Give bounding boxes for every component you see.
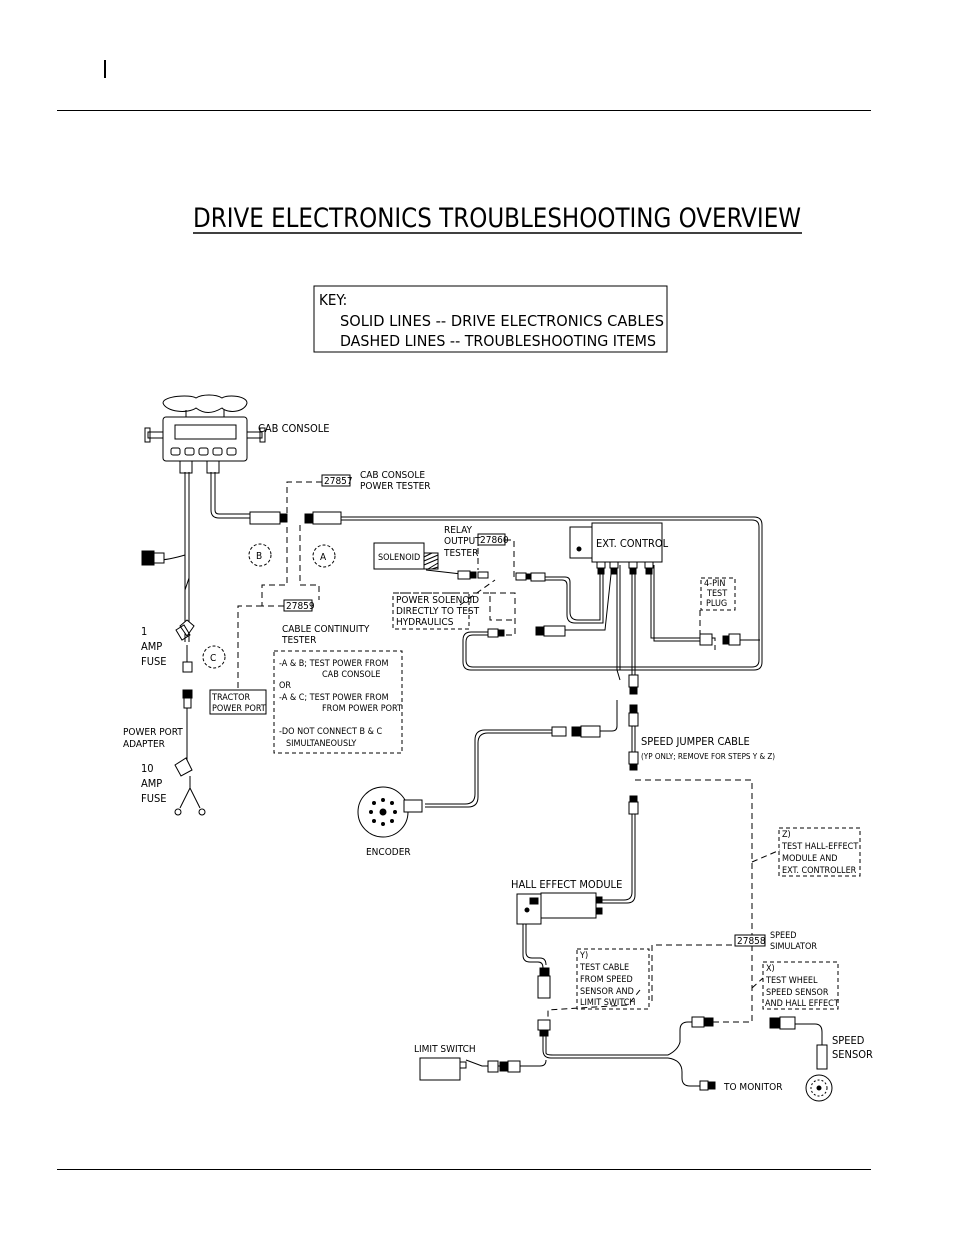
y-4: SENSOR AND — [580, 987, 634, 997]
speed-sensor-1: SPEED — [832, 1034, 865, 1047]
power-tester-label-1: CAB CONSOLE — [360, 470, 425, 481]
y-2: TEST CABLE — [579, 963, 629, 973]
encoder — [357, 786, 423, 838]
x-2: TEST WHEEL — [765, 976, 818, 986]
speed-sensor-2: SENSOR — [832, 1048, 873, 1061]
limit-switch — [419, 1019, 551, 1081]
to-monitor-label: TO MONITOR — [723, 1082, 782, 1093]
solenoid-label: SOLENOID — [378, 553, 420, 563]
circle-b-label: B — [256, 551, 262, 562]
continuity-1: CABLE CONTINUITY — [282, 624, 370, 635]
relay-label-1: RELAY — [444, 525, 473, 536]
test-plug-connectors — [699, 633, 741, 646]
speed-sim-1: SPEED — [770, 931, 797, 941]
tester-27857-connectors — [249, 511, 342, 525]
continuity-2: TESTER — [281, 635, 316, 646]
test-plug-3: PLUG — [706, 599, 727, 609]
limit-switch-label: LIMIT SWITCH — [414, 1044, 476, 1055]
diagram-labels: CAB CONSOLE CAB CONSOLE POWER TESTER 278… — [123, 422, 873, 1093]
power-solenoid-1: POWER SOLENOID — [396, 595, 479, 606]
cab-console-label: CAB CONSOLE — [258, 422, 330, 435]
tractor-port-1: TRACTOR — [211, 693, 251, 703]
speed-jumper-1: SPEED JUMPER CABLE — [641, 735, 750, 748]
solid-cables — [157, 472, 823, 1087]
adapter-1: POWER PORT — [123, 727, 183, 738]
ten-amp-1: 10 — [141, 762, 154, 775]
part-27858: 27858 — [737, 936, 766, 947]
circle-a-label: A — [320, 552, 327, 563]
y-5: LIMIT SWITCH — [580, 998, 635, 1008]
note-5: FROM POWER PORT — [322, 704, 402, 714]
x-4: AND HALL EFFECT — [765, 999, 839, 1009]
ext-control-label: EXT. CONTROL — [596, 537, 669, 550]
speed-sensor — [805, 1044, 833, 1102]
circled-letters — [202, 543, 336, 669]
speed-sim-2: SIMULATOR — [770, 942, 817, 952]
y-3: FROM SPEED — [580, 975, 633, 985]
cab-console — [144, 394, 266, 474]
hall-effect-module — [516, 892, 603, 999]
relay-label-2: OUTPUT — [444, 536, 481, 547]
note-6: -DO NOT CONNECT B & C — [279, 727, 382, 737]
x-1: X) — [766, 964, 775, 974]
note-1: -A & B; TEST POWER FROM — [279, 659, 389, 669]
adapter-2: ADAPTER — [123, 739, 165, 750]
test-plug-1: 4-PIN — [704, 579, 725, 589]
z-4: EXT. CONTROLLER — [782, 866, 857, 876]
part-27859: 27859 — [286, 601, 315, 612]
ten-amp-2: AMP — [141, 777, 162, 790]
speed-jumper-2: (YP ONLY; REMOVE FOR STEPS Y & Z) — [641, 752, 775, 761]
diagram-title: DRIVE ELECTRONICS TROUBLESHOOTING OVERVI… — [193, 203, 801, 234]
key-heading: KEY: — [319, 291, 347, 309]
tractor-port-2: POWER PORT — [212, 704, 266, 714]
encoder-cable-connectors — [551, 674, 639, 815]
encoder-label: ENCODER — [366, 847, 411, 858]
one-amp-fuse-icon — [175, 619, 195, 641]
part-27857: 27857 — [324, 476, 353, 487]
header-rule — [57, 110, 871, 111]
part-number-boxes — [209, 474, 766, 947]
note-2: CAB CONSOLE — [322, 670, 381, 680]
footer-rule — [57, 1169, 871, 1170]
hall-effect-label: HALL EFFECT MODULE — [511, 878, 622, 891]
power-tester-label-2: POWER TESTER — [360, 481, 431, 492]
key-line-solid: SOLID LINES -- DRIVE ELECTRONICS CABLES — [340, 312, 664, 330]
z-2: TEST HALL-EFFECT — [781, 842, 858, 852]
y-1: Y) — [579, 951, 588, 961]
part-27860: 27860 — [480, 535, 509, 546]
key-box: KEY: SOLID LINES -- DRIVE ELECTRONICS CA… — [313, 285, 668, 353]
x-3: SPEED SENSOR — [766, 988, 829, 998]
note-7: SIMULTANEOUSLY — [286, 739, 356, 749]
one-amp-3: FUSE — [141, 655, 166, 668]
z-3: MODULE AND — [782, 854, 838, 864]
power-solenoid-3: HYDRAULICS — [396, 617, 454, 628]
ten-amp-3: FUSE — [141, 792, 166, 805]
circle-c-label: C — [210, 653, 216, 664]
header-tick — [104, 60, 106, 78]
relay-connectors — [457, 570, 566, 638]
left-plugs — [174, 661, 206, 816]
solenoid — [373, 542, 439, 570]
console-connector-icon — [141, 550, 165, 566]
key-line-dashed: DASHED LINES -- TROUBLESHOOTING ITEMS — [340, 332, 656, 350]
one-amp-2: AMP — [141, 640, 162, 653]
power-solenoid-2: DIRECTLY TO TEST — [396, 606, 480, 617]
note-4: -A & C; TEST POWER FROM — [279, 693, 389, 703]
one-amp-1: 1 — [141, 625, 147, 638]
note-3: OR — [279, 681, 291, 691]
dashed-label-boxes — [273, 577, 861, 1010]
dashed-items — [237, 481, 781, 1023]
relay-label-3: TESTER — [443, 548, 478, 559]
test-plug-2: TEST — [706, 589, 727, 599]
speed-sensor-connectors — [691, 1016, 796, 1091]
z-1: Z) — [782, 830, 791, 840]
ext-control-module — [569, 522, 663, 575]
